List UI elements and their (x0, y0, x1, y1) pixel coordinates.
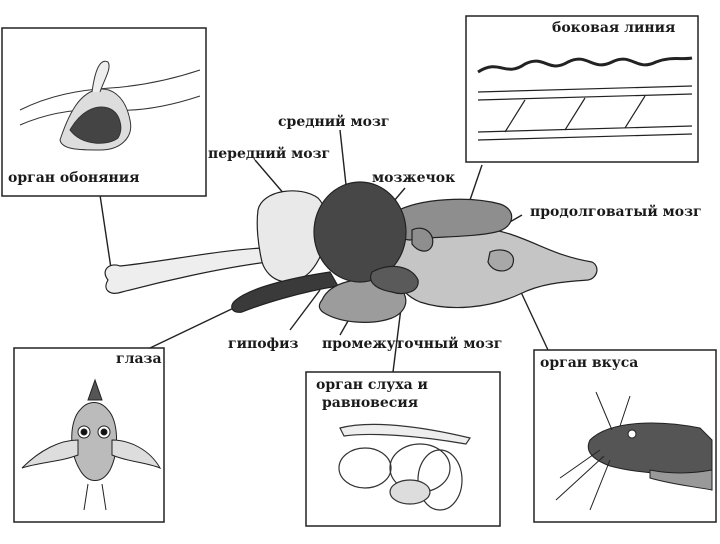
forebrain-label: передний мозг (208, 146, 330, 162)
forebrain-leader (255, 160, 285, 195)
midbrain-leader (340, 130, 346, 185)
olfactory-tract (105, 248, 268, 293)
olfactory-leader (100, 195, 112, 275)
medulla-lobe (488, 250, 513, 271)
hearing-label-line2: равновесия (322, 395, 418, 411)
taste-leader (520, 290, 548, 350)
brain (105, 182, 597, 322)
lateral-line-label: боковая линия (552, 20, 675, 36)
midbrain-label: средний мозг (278, 114, 389, 130)
pituitary-leader (290, 290, 320, 330)
eyes-label: глаза (116, 351, 162, 367)
pituitary-label: гипофиз (228, 336, 299, 352)
hearing-label: орган слуха и (316, 377, 428, 393)
taste-box (534, 350, 716, 522)
cerebellum-label: мозжечок (372, 170, 455, 186)
lateral-line-box (466, 16, 698, 162)
eyes-leader (150, 305, 240, 348)
taste-label: орган вкуса (540, 355, 638, 371)
olfactory-label: орган обоняния (8, 170, 139, 186)
lateral-line-leader (470, 165, 482, 200)
medulla-label: продолговатый мозг (530, 204, 702, 220)
eyes-box (14, 348, 164, 522)
diencephalon-label: промежуточный мозг (322, 336, 502, 352)
